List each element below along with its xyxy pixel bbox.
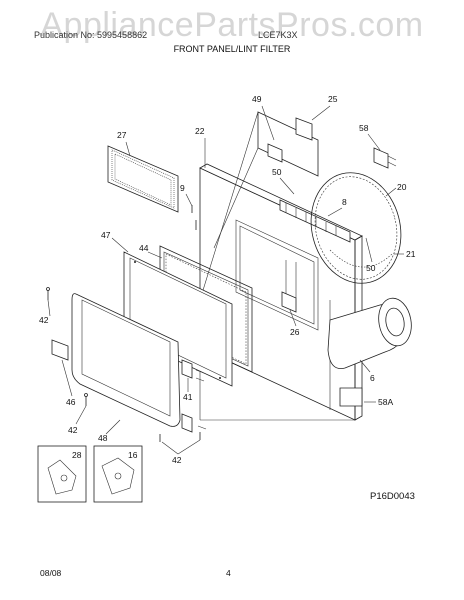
- callout-58a: 58A: [378, 397, 393, 407]
- callout-50-right: 50: [366, 263, 376, 273]
- leader-lines: [47, 105, 404, 455]
- publication-number: Publication No: 5995458862: [34, 30, 148, 40]
- callout-48: 48: [98, 433, 108, 443]
- callout-28: 28: [72, 450, 82, 460]
- filter-guide-part: [281, 260, 297, 313]
- screw-parts: [46, 205, 201, 442]
- callout-46: 46: [66, 397, 76, 407]
- callout-6: 6: [370, 373, 375, 383]
- insulation-pad-part: [339, 387, 363, 407]
- section-title: FRONT PANEL/LINT FILTER: [173, 44, 291, 54]
- callout-27: 27: [117, 130, 127, 140]
- callout-25: 25: [328, 94, 338, 104]
- callout-9: 9: [180, 183, 185, 193]
- callout-16: 16: [128, 450, 138, 460]
- felt-seal-part: [329, 249, 393, 268]
- door-outer-part: [71, 293, 181, 427]
- callout-22: 22: [195, 126, 205, 136]
- callout-47: 47: [101, 230, 111, 240]
- callout-8: 8: [342, 197, 347, 207]
- callout-42-bottom-left: 42: [68, 425, 78, 435]
- door-hinge-part: [181, 359, 207, 433]
- callout-42-bottom: 42: [172, 455, 182, 465]
- callout-41: 41: [183, 392, 193, 402]
- exhaust-duct-part: [327, 297, 412, 369]
- callout-50-top: 50: [272, 167, 282, 177]
- footer-page-number: 4: [226, 568, 231, 578]
- lint-filter-part: [107, 145, 179, 213]
- callout-26: 26: [290, 327, 300, 337]
- inner-door-panel-part: [123, 251, 233, 387]
- callout-42-left: 42: [39, 315, 49, 325]
- door-strike-part: [51, 339, 69, 361]
- model-number: LCE7K3X: [258, 30, 298, 40]
- drawing-id: P16D0043: [370, 491, 415, 502]
- callout-44: 44: [139, 243, 149, 253]
- watermark-text: AppliancePartsPros.com: [40, 6, 424, 44]
- callout-20: 20: [397, 182, 407, 192]
- callout-49: 49: [252, 94, 262, 104]
- detail-boxes: [37, 445, 143, 503]
- footer-date: 08/08: [40, 568, 62, 578]
- callout-58: 58: [359, 123, 369, 133]
- callout-21: 21: [406, 249, 416, 259]
- switch-part: [373, 147, 397, 169]
